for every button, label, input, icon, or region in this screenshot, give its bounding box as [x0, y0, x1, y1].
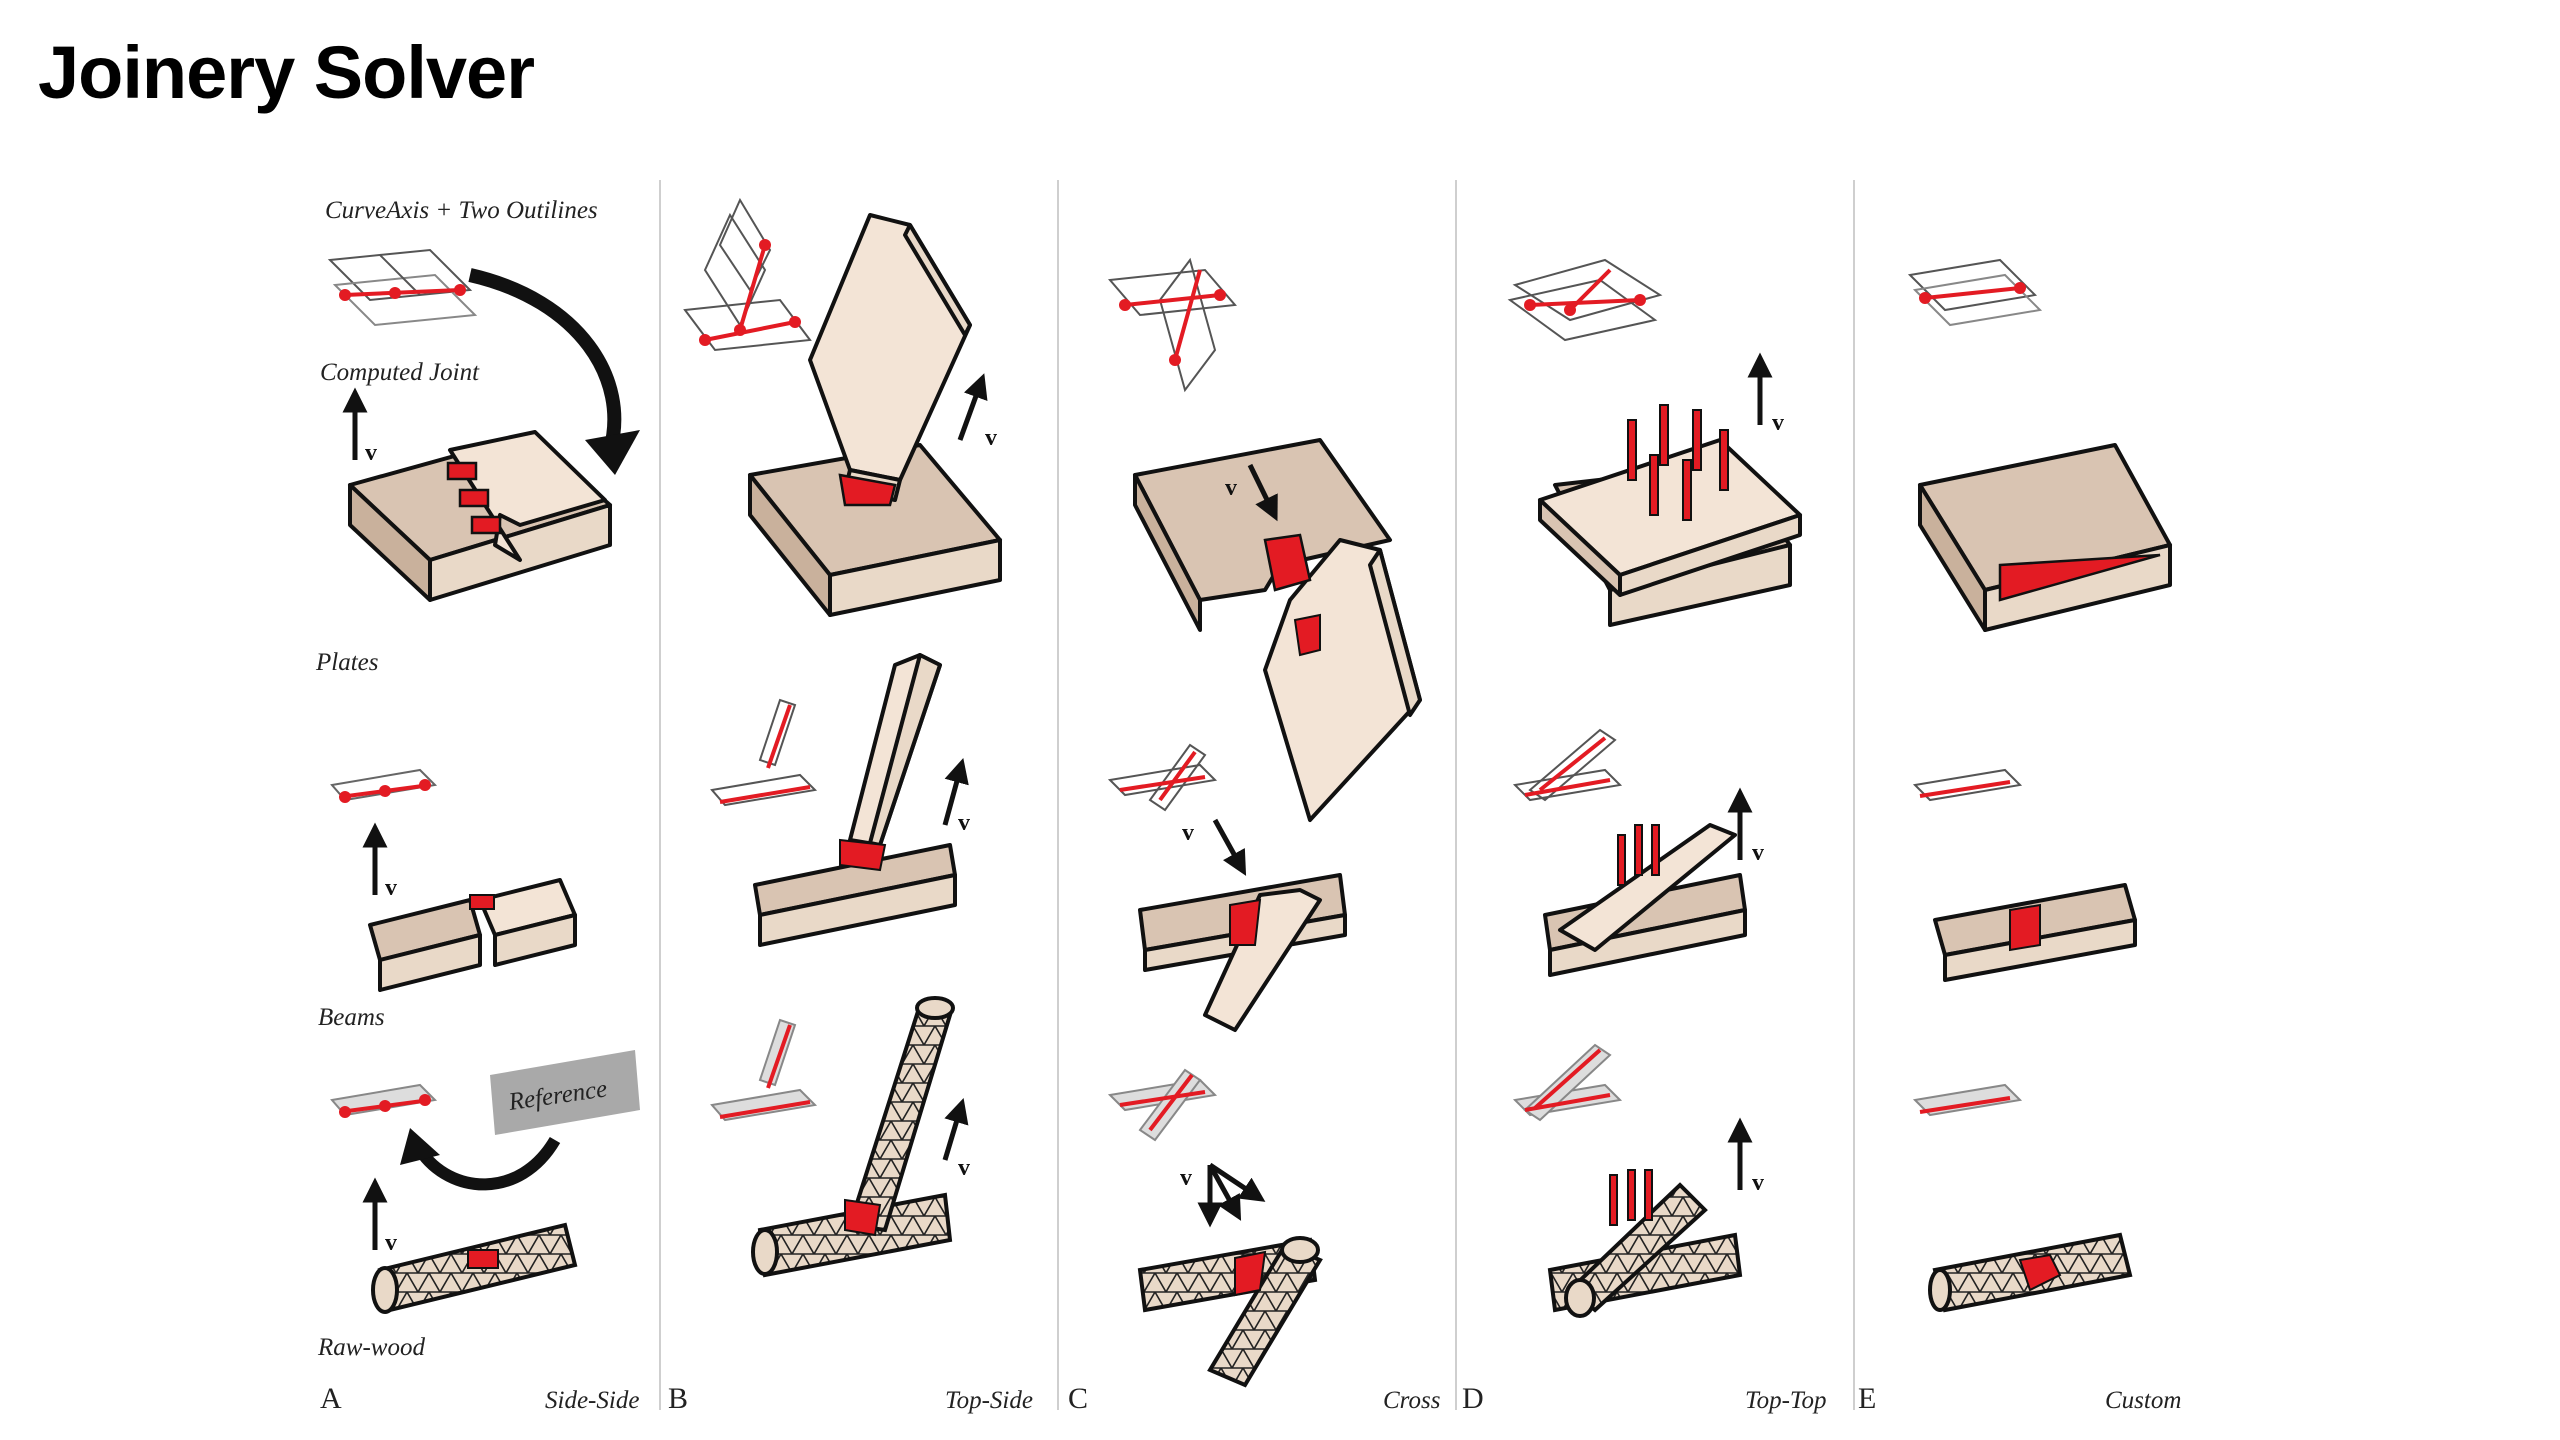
curved-arrow: [470, 275, 614, 450]
column-name-a: Side-Side: [545, 1387, 639, 1414]
svg-text:v: v: [385, 875, 397, 901]
label-computed-joint: Computed Joint: [320, 359, 480, 386]
column-name-e: Custom: [2105, 1387, 2181, 1414]
column-d: v v: [1462, 260, 1827, 1415]
svg-text:v: v: [1182, 820, 1194, 846]
axis-outline-diagram-a: [330, 250, 475, 325]
column-name-c: Cross: [1383, 1387, 1440, 1414]
reference-badge: Reference: [490, 1050, 640, 1135]
svg-text:v: v: [1180, 1165, 1192, 1191]
column-name-d: Top-Top: [1745, 1387, 1827, 1414]
label-beams: Beams: [318, 1004, 385, 1031]
column-name-b: Top-Side: [945, 1387, 1033, 1414]
svg-text:v: v: [1772, 410, 1784, 436]
axis-point: [339, 289, 351, 301]
svg-text:v: v: [958, 1155, 970, 1181]
column-letter-d: D: [1462, 1382, 1484, 1415]
vector-label: v: [365, 440, 377, 466]
svg-text:v: v: [1752, 1170, 1764, 1196]
label-plates: Plates: [315, 649, 379, 676]
svg-text:v: v: [958, 810, 970, 836]
svg-text:v: v: [1225, 475, 1237, 501]
axis-point: [389, 287, 401, 299]
svg-text:v: v: [1752, 840, 1764, 866]
axis-line: [345, 290, 460, 295]
label-curve-axis: CurveAxis + Two Outilines: [325, 197, 598, 224]
svg-text:v: v: [385, 1230, 397, 1256]
column-c: v v v C: [1068, 260, 1440, 1415]
column-letter-c: C: [1068, 1382, 1088, 1415]
column-letter-b: B: [668, 1382, 688, 1415]
arrowhead: [585, 430, 640, 475]
svg-text:v: v: [985, 425, 997, 451]
column-letter-a: A: [320, 1382, 342, 1415]
column-e: E Custom: [1858, 260, 2181, 1415]
column-a: CurveAxis + Two Outilines Computed Joint…: [315, 197, 640, 1415]
axis-point: [454, 284, 466, 296]
column-letter-e: E: [1858, 1382, 1876, 1415]
column-b: v v v B To: [668, 200, 1033, 1415]
label-raw-wood: Raw-wood: [317, 1334, 425, 1361]
